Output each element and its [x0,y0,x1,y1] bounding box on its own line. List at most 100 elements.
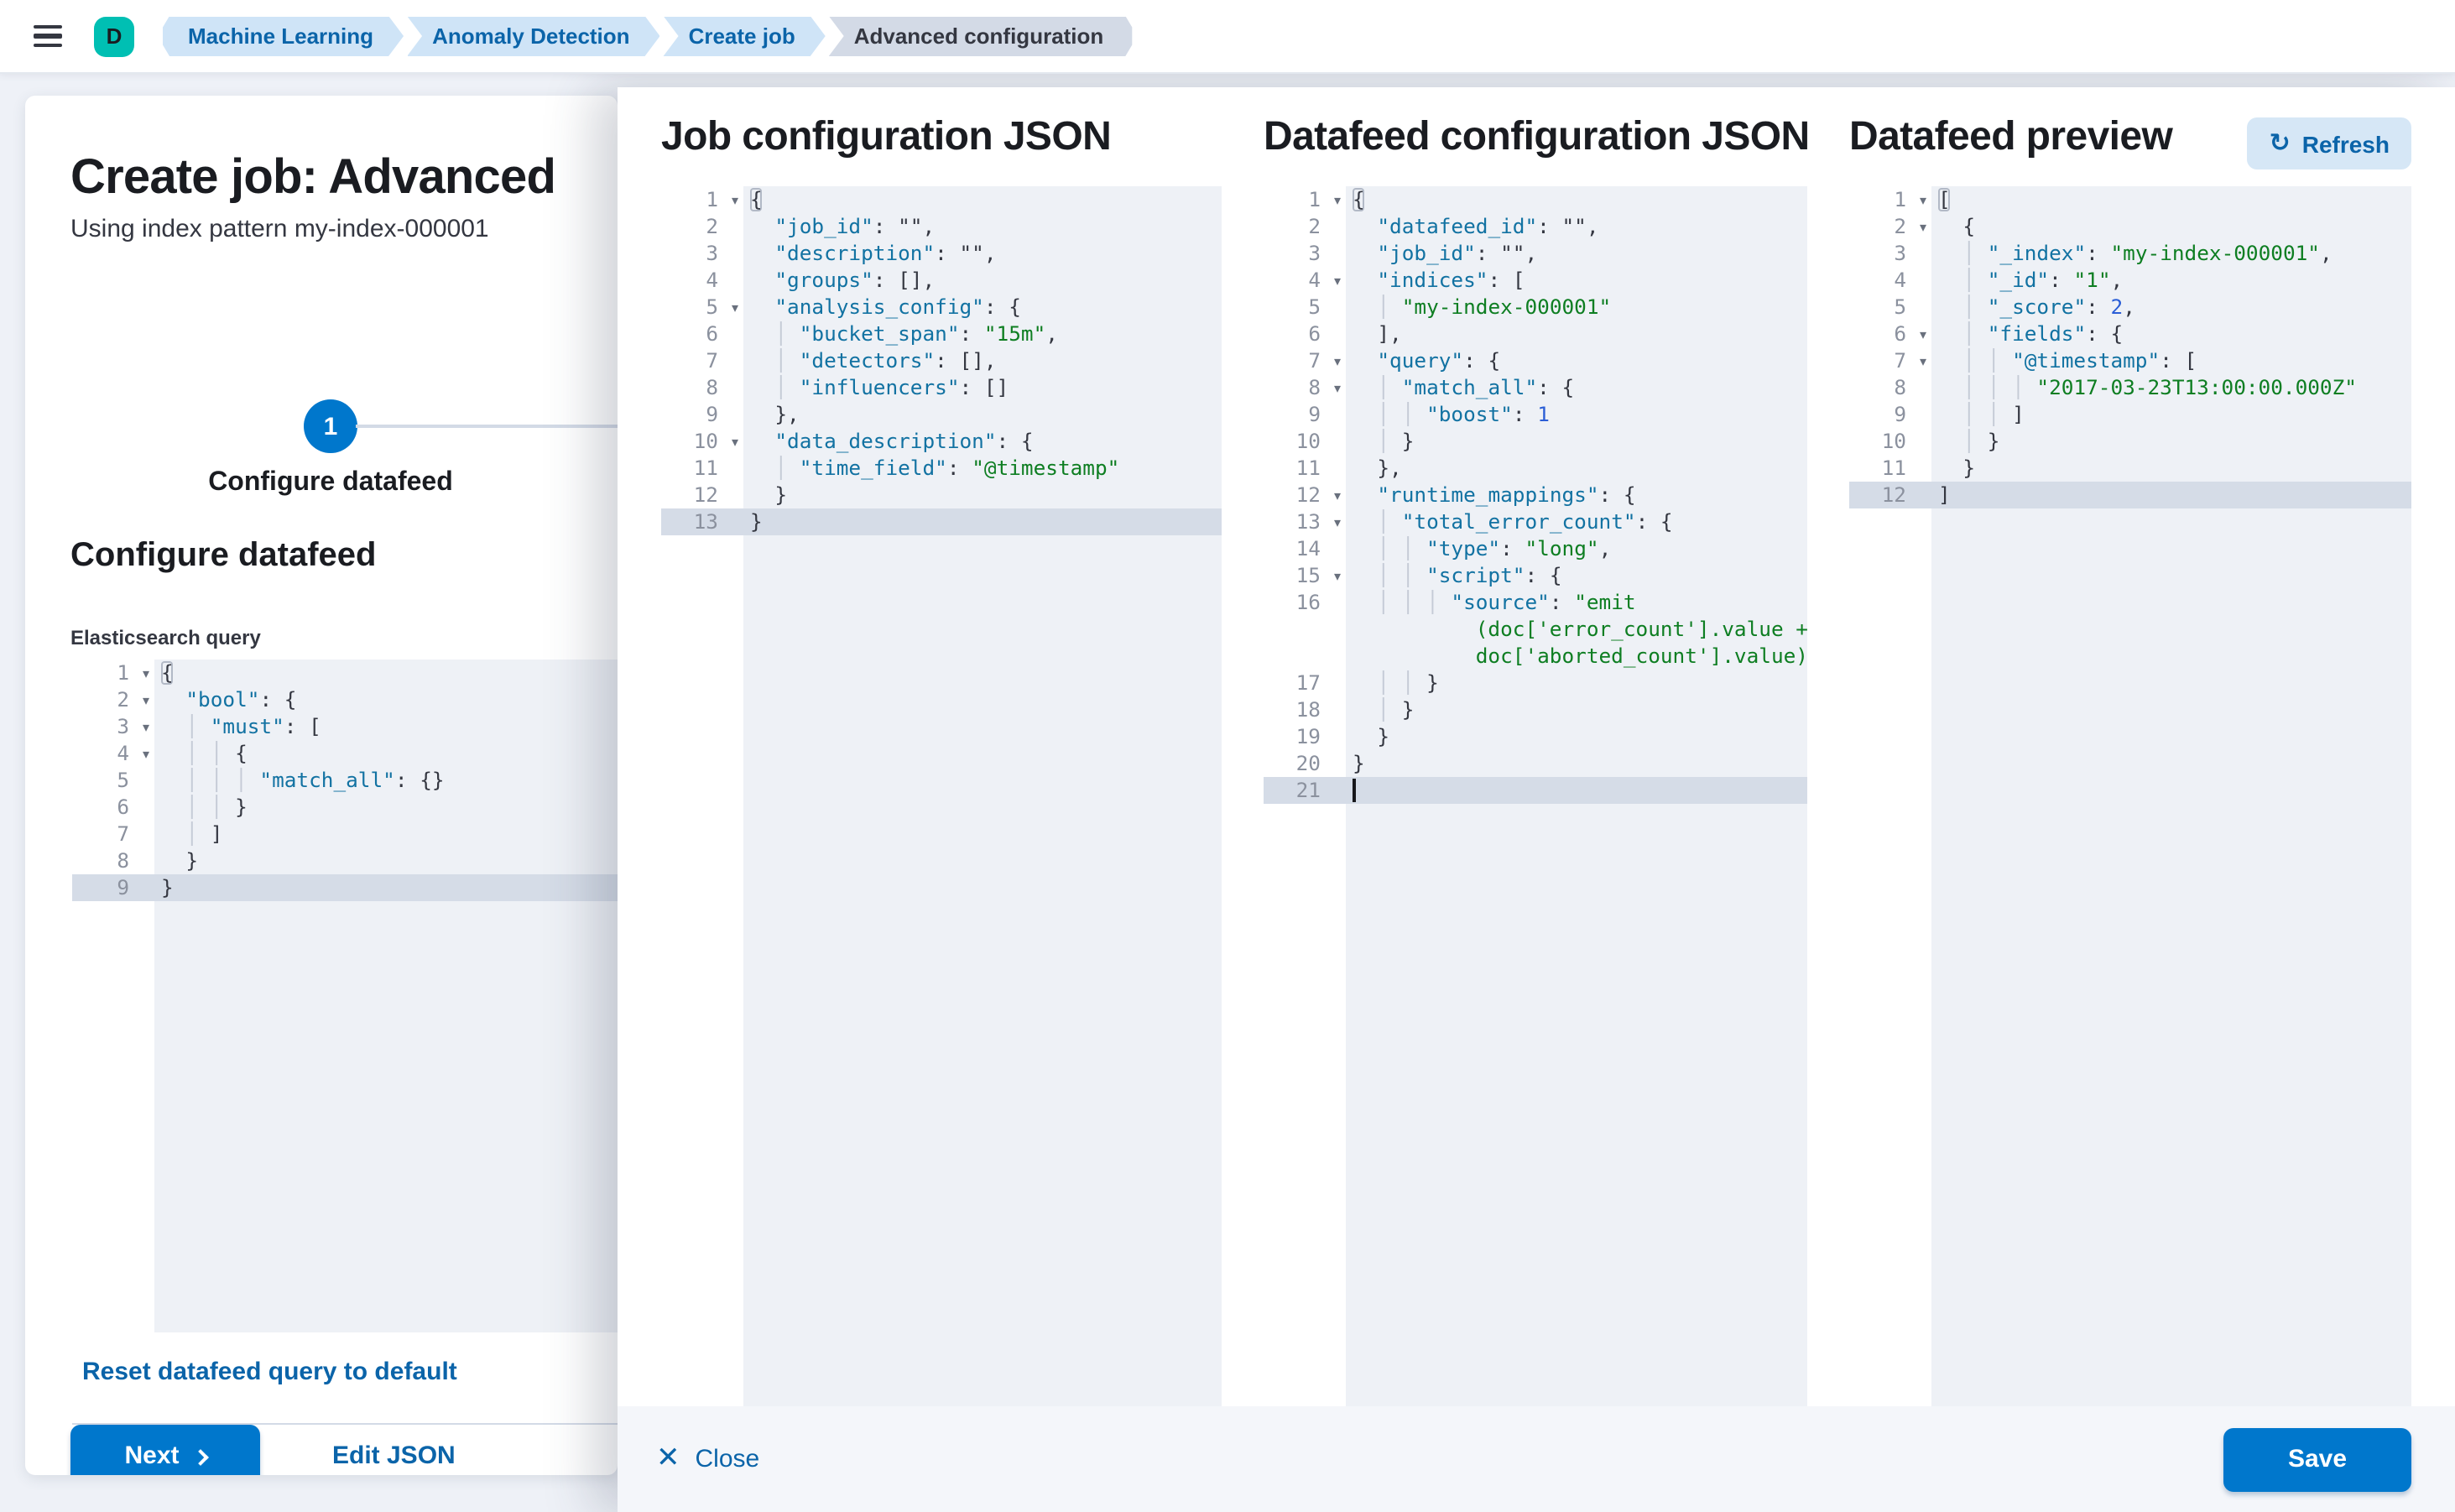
breadcrumb-item-create-job[interactable]: Create job [664,16,826,56]
gutter-line-number: 10 [1881,430,1906,453]
gutter-line-number: 3 [1894,242,1906,265]
fold-arrow-icon[interactable]: ▾ [142,693,149,708]
gutter-line-number: 2 [1308,215,1321,238]
code-line: 1▾{ [1264,186,1807,213]
code-text: { [1938,215,1976,238]
code-line: 3 "job_id": "", [1264,240,1807,267]
fold-arrow-icon[interactable]: ▾ [1333,193,1341,208]
gutter-line-number: 2▾ [72,686,154,713]
code-line: 5 │ "_score": 2, [1849,294,2411,321]
menu-icon[interactable] [34,25,62,47]
code-text: [ [1938,188,1951,211]
save-button[interactable]: Save [2223,1427,2411,1491]
code-text: │ } [1353,430,1415,453]
fold-arrow-icon[interactable]: ▾ [731,435,738,450]
gutter-line-number [1264,616,1346,643]
gutter-line-number: 12 [1881,483,1906,507]
next-button[interactable]: Next [70,1425,260,1475]
code-text: │ "my-index-000001" [1353,295,1612,319]
gutter-line-number: 12▾ [1264,482,1346,508]
code-line: 9 }, [661,401,1222,428]
gutter-line-number: 6 [706,322,718,346]
fold-arrow-icon[interactable]: ▾ [1919,327,1926,342]
fold-arrow-icon[interactable]: ▾ [731,193,738,208]
code-line: 17 │ │ } [1264,670,1807,696]
code-line: 10 │ } [1849,428,2411,455]
job-configuration-editor[interactable]: 1▾{2 "job_id": "",3 "description": "",4 … [661,186,1222,1406]
code-line: 2▾ "bool": { [72,686,618,713]
fold-arrow-icon[interactable]: ▾ [1333,569,1341,584]
close-button[interactable]: ✕ Close [656,1442,760,1475]
code-text: ] [1938,483,1951,507]
code-text: { [161,661,174,685]
breadcrumb-item-machine-learning[interactable]: Machine Learning [163,16,404,56]
fold-arrow-icon[interactable]: ▾ [1333,488,1341,503]
code-line: 3 │ "_index": "my-index-000001", [1849,240,2411,267]
fold-arrow-icon[interactable]: ▾ [1333,354,1341,369]
fold-arrow-icon[interactable]: ▾ [1333,515,1341,530]
gutter-line-number: 3 [1308,242,1321,265]
gutter-line-number [1264,643,1346,670]
fold-arrow-icon[interactable]: ▾ [1919,193,1926,208]
reset-datafeed-query-link[interactable]: Reset datafeed query to default [82,1358,457,1386]
code-text [1346,777,1356,804]
code-line: 1▾{ [661,186,1222,213]
chevron-right-icon [191,1448,209,1465]
code-line: 4 "groups": [], [661,267,1222,294]
code-line: 16 │ │ │ "source": "emit [1264,589,1807,616]
code-text: │ "detectors": [], [750,349,997,373]
fold-arrow-icon[interactable]: ▾ [1919,220,1926,235]
fold-arrow-icon[interactable]: ▾ [731,300,738,315]
gutter-line-number: 9 [706,403,718,426]
code-line: 13} [661,508,1222,535]
datafeed-configuration-panel: Datafeed configuration JSON 1▾{2 "datafe… [1264,114,1810,1406]
code-text: } [1353,725,1390,748]
gutter-line-number: 17 [1295,671,1321,695]
datafeed-preview-editor[interactable]: 1▾[2▾ {3 │ "_index": "my-index-000001",4… [1849,186,2411,1406]
gutter-line-number: 7 [117,822,129,846]
code-line: 10▾ "data_description": { [661,428,1222,455]
elasticsearch-query-editor[interactable]: 1▾{2▾ "bool": {3▾ │ "must": [4▾ │ │ {5 │… [72,660,618,1332]
edit-json-flyout: Job configuration JSON 1▾{2 "job_id": ""… [618,87,2455,1512]
elasticsearch-query-label: Elasticsearch query [70,626,261,649]
fold-arrow-icon[interactable]: ▾ [142,747,149,762]
code-text: "analysis_config": { [774,295,1021,319]
gutter-line-number: 11 [1881,456,1906,480]
code-line: 7 │ ] [72,821,618,847]
gutter-line-number: 7 [706,349,718,373]
gutter-line-number: 4 [706,269,718,292]
code-text: (doc['error_count'].value + [1353,618,1807,641]
fold-arrow-icon[interactable]: ▾ [142,666,149,681]
gutter-line-number: 6 [1308,322,1321,346]
code-line: 12] [1849,482,2411,508]
fold-arrow-icon[interactable]: ▾ [1919,354,1926,369]
code-text: │ │ "boost": 1 [1353,403,1550,426]
code-line: 2 "datafeed_id": "", [1264,213,1807,240]
fold-arrow-icon[interactable]: ▾ [1333,274,1341,289]
gutter-line-number: 8 [117,849,129,873]
avatar[interactable]: D [94,16,134,56]
code-line: 9 │ │ ] [1849,401,2411,428]
code-text: } [750,483,788,507]
text-cursor [1353,778,1356,801]
code-text: │ } [1938,430,2000,453]
code-text: │ "match_all": { [1353,376,1575,399]
edit-json-link[interactable]: Edit JSON [332,1442,456,1470]
code-line: 21 [1264,777,1807,804]
gutter-line-number: 2▾ [1849,213,1931,240]
section-title: Configure datafeed [70,537,377,574]
code-line: 2 "job_id": "", [661,213,1222,240]
code-text: }, [1353,456,1402,480]
fold-arrow-icon[interactable]: ▾ [1333,381,1341,396]
code-text: "query": { [1377,349,1501,373]
gutter-line-number: 13▾ [1264,508,1346,535]
refresh-button[interactable]: ↻ Refresh [2247,117,2411,169]
datafeed-configuration-editor[interactable]: 1▾{2 "datafeed_id": "",3 "job_id": "",4▾… [1264,186,1807,1406]
breadcrumb-item-anomaly-detection[interactable]: Anomaly Detection [407,16,660,56]
step-1-indicator[interactable]: 1 [304,399,357,453]
gutter-line-number: 14 [1295,537,1321,560]
fold-arrow-icon[interactable]: ▾ [142,720,149,735]
code-text: │ │ │ "2017-03-23T13:00:00.000Z" [1938,376,2357,399]
code-line: 19 } [1264,723,1807,750]
